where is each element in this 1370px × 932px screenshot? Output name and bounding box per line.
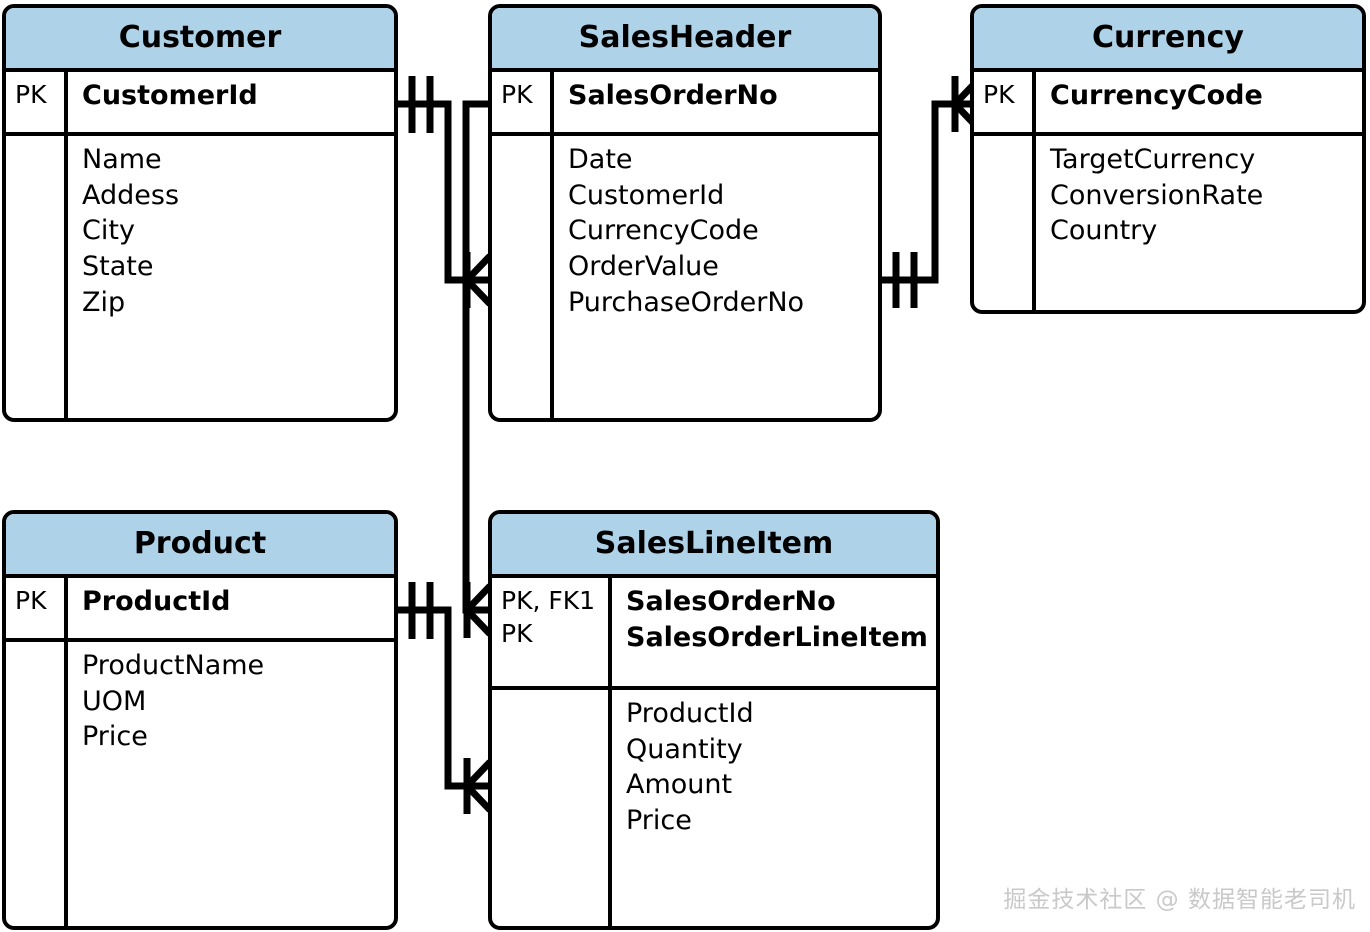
entity-saleslineitem-key-attributes: SalesOrderNo SalesOrderLineItem <box>612 578 936 686</box>
attribute-row: State <box>82 250 154 282</box>
attribute-row: ProductId <box>626 698 754 729</box>
entity-product-attr-keycol <box>6 642 68 926</box>
entity-customer-key-section: PK CustomerId <box>6 72 394 136</box>
crowsfoot-salesheader-customerid <box>463 252 493 308</box>
attribute-row: PurchaseOrderNo <box>568 286 805 318</box>
entity-currency-body: PK CurrencyCode TargetCurrency Conversio… <box>974 72 1362 310</box>
entity-salesheader-attr-section: Date CustomerId CurrencyCode OrderValue … <box>492 136 878 418</box>
entity-product-attr-section: ProductName UOM Price <box>6 642 394 926</box>
entity-saleslineitem-title: SalesLineItem <box>492 514 936 578</box>
entity-currency-attr-keycol <box>974 136 1036 310</box>
attribute-row: Amount <box>626 769 733 801</box>
entity-saleslineitem-attributes: ProductId Quantity Amount Price <box>612 690 936 926</box>
entity-product-key-section: PK ProductId <box>6 578 394 642</box>
attribute-row: CustomerId <box>568 179 725 211</box>
entity-currency[interactable]: Currency PK CurrencyCode TargetCurrency … <box>970 4 1366 314</box>
attribute-row: SalesOrderLineItem <box>626 621 928 653</box>
entity-saleslineitem-body: PK, FK1 PK SalesOrderNo SalesOrderLineIt… <box>492 578 936 926</box>
attribute-row: Addess <box>82 179 180 211</box>
entity-customer-title: Customer <box>6 8 394 72</box>
entity-salesheader[interactable]: SalesHeader PK SalesOrderNo Date Custome… <box>488 4 882 422</box>
attribute-row: Quantity <box>626 733 743 765</box>
attribute-row: CurrencyCode <box>1050 80 1263 111</box>
attribute-row: UOM <box>82 685 147 717</box>
entity-product-key-label: PK <box>6 578 68 638</box>
entity-product-attributes: ProductName UOM Price <box>68 642 394 926</box>
relationship-customer-salesheader <box>398 76 493 308</box>
entity-salesheader-attr-keycol <box>492 136 554 418</box>
entity-saleslineitem-attr-section: ProductId Quantity Amount Price <box>492 690 936 926</box>
entity-saleslineitem-attr-keycol <box>492 690 612 926</box>
entity-customer-key-label: PK <box>6 72 68 132</box>
entity-salesheader-attributes: Date CustomerId CurrencyCode OrderValue … <box>554 136 878 418</box>
entity-salesheader-key-attributes: SalesOrderNo <box>554 72 878 132</box>
entity-saleslineitem-key-label: PK, FK1 PK <box>492 578 612 686</box>
attribute-row: ProductId <box>82 586 231 617</box>
attribute-row: TargetCurrency <box>1050 144 1256 175</box>
entity-currency-key-section: PK CurrencyCode <box>974 72 1362 136</box>
attribute-row: Date <box>568 144 633 175</box>
relationship-salesheader-saleslineitem <box>462 100 493 638</box>
entity-customer-attr-section: Name Addess City State Zip <box>6 136 394 418</box>
entity-customer[interactable]: Customer PK CustomerId Name Addess City … <box>2 4 398 422</box>
crowsfoot-saleslineitem-productid <box>463 758 493 814</box>
attribute-row: SalesOrderNo <box>626 586 836 617</box>
entity-currency-attr-section: TargetCurrency ConversionRate Country <box>974 136 1362 310</box>
entity-salesheader-body: PK SalesOrderNo Date CustomerId Currency… <box>492 72 878 418</box>
attribute-row: ConversionRate <box>1050 179 1264 211</box>
watermark-text: 掘金技术社区 @ 数据智能老司机 <box>1003 887 1356 913</box>
attribute-row: Zip <box>82 286 126 318</box>
entity-salesheader-title: SalesHeader <box>492 8 878 72</box>
attribute-row: CurrencyCode <box>568 215 759 247</box>
entity-saleslineitem[interactable]: SalesLineItem PK, FK1 PK SalesOrderNo Sa… <box>488 510 940 930</box>
entity-product-key-attributes: ProductId <box>68 578 394 638</box>
attribute-row: Name <box>82 144 162 175</box>
entity-salesheader-key-section: PK SalesOrderNo <box>492 72 878 136</box>
entity-customer-attr-keycol <box>6 136 68 418</box>
attribute-row: CustomerId <box>82 80 258 111</box>
entity-product-title: Product <box>6 514 394 578</box>
attribute-row: Country <box>1050 215 1158 247</box>
entity-customer-key-attributes: CustomerId <box>68 72 394 132</box>
relationship-product-saleslineitem <box>398 582 493 814</box>
crowsfoot-saleslineitem-salesorderno <box>463 582 493 638</box>
entity-product-body: PK ProductId ProductName UOM Price <box>6 578 394 926</box>
attribute-row: Price <box>626 804 692 836</box>
entity-currency-key-label: PK <box>974 72 1036 132</box>
attribute-row: SalesOrderNo <box>568 80 778 111</box>
attribute-row: City <box>82 215 135 247</box>
attribute-row: ProductName <box>82 650 265 681</box>
entity-saleslineitem-key-section: PK, FK1 PK SalesOrderNo SalesOrderLineIt… <box>492 578 936 690</box>
attribute-row: Price <box>82 721 148 753</box>
entity-currency-key-attributes: CurrencyCode <box>1036 72 1362 132</box>
relationship-currency-salesheader <box>882 76 981 308</box>
entity-currency-title: Currency <box>974 8 1362 72</box>
entity-customer-attributes: Name Addess City State Zip <box>68 136 394 418</box>
entity-currency-attributes: TargetCurrency ConversionRate Country <box>1036 136 1362 310</box>
attribute-row: OrderValue <box>568 250 719 282</box>
entity-customer-body: PK CustomerId Name Addess City State Zip <box>6 72 394 418</box>
entity-product[interactable]: Product PK ProductId ProductName UOM Pri… <box>2 510 398 930</box>
entity-salesheader-key-label: PK <box>492 72 554 132</box>
